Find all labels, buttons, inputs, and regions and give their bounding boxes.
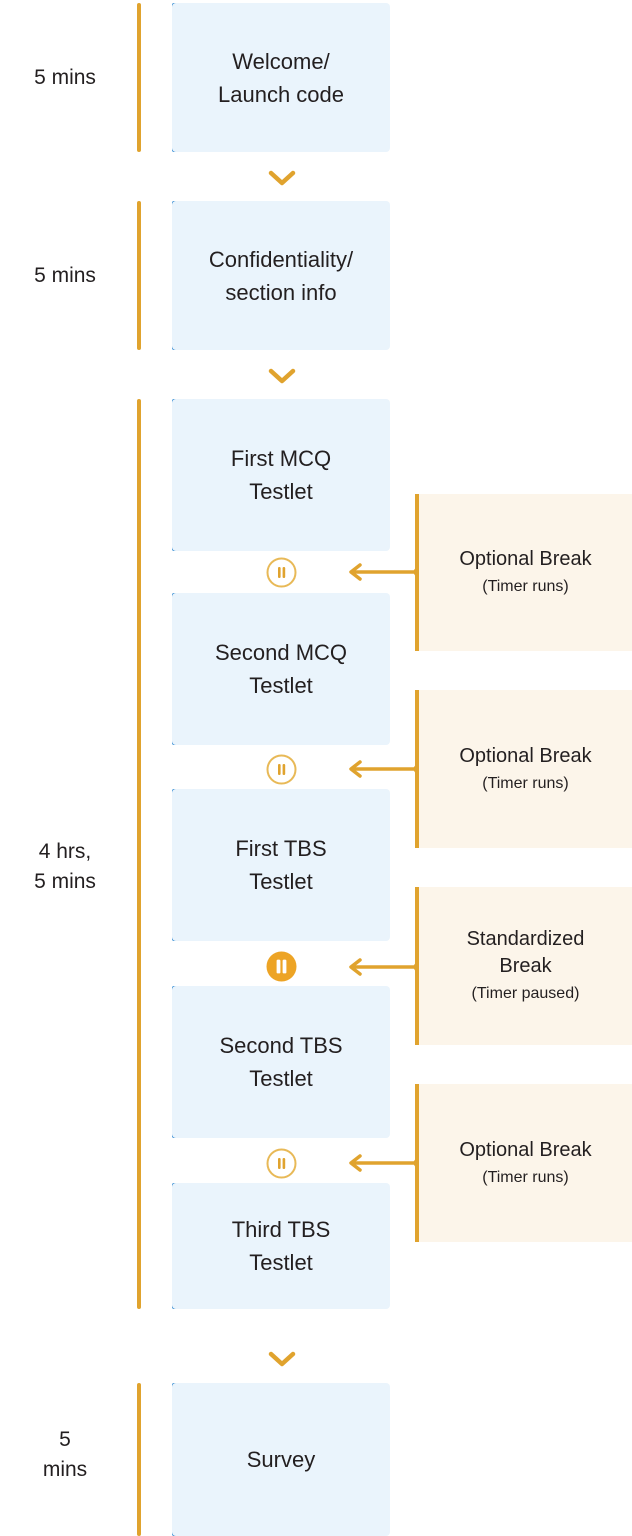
timeline-rail-segment-welcome [137,3,141,152]
pause-outline-icon[interactable] [265,556,298,589]
chevron-down-icon [266,365,298,387]
break-subtitle: (Timer runs) [482,578,569,595]
stage-box-welcome[interactable]: Welcome/ Launch code [172,3,390,152]
break-panel-optional-2: Optional Break (Timer runs) [415,690,632,848]
break-title: Optional Break [459,744,592,767]
stage-box-third-tbs[interactable]: Third TBS Testlet [172,1183,390,1309]
stage-box-second-tbs[interactable]: Second TBS Testlet [172,986,390,1138]
break-subtitle: (Timer runs) [482,1168,569,1186]
break-title: Optional Break [459,548,592,570]
timeline-rail-segment-survey [137,1383,141,1536]
stage-box-first-tbs[interactable]: First TBS Testlet [172,789,390,941]
stage-box-survey[interactable]: Survey [172,1383,390,1536]
stage-box-second-mcq[interactable]: Second MCQ Testlet [172,593,390,745]
break-title: Optional Break [459,1138,592,1161]
stage-box-first-mcq[interactable]: First MCQ Testlet [172,399,390,551]
stage-box-confidentiality[interactable]: Confidentiality/ section info [172,201,390,350]
time-label-testlets: 4 hrs, 5 mins [34,840,96,893]
chevron-down-icon [266,167,298,189]
chevron-down-icon [266,1348,298,1370]
pause-outline-icon[interactable] [265,1147,298,1180]
pause-outline-icon[interactable] [265,753,298,786]
arrow-left-icon [340,758,422,780]
timeline-rail-segment-testlets [137,399,141,1309]
break-title: Standardized Break [466,928,585,977]
time-label-survey: 5 mins [42,1428,88,1481]
break-subtitle: (Timer runs) [482,774,569,792]
break-panel-optional-3: Optional Break (Timer runs) [415,1084,632,1242]
pause-filled-icon[interactable] [265,950,298,983]
arrow-left-icon [340,1152,422,1174]
time-label-welcome: 5 mins [34,66,96,89]
arrow-left-icon [340,956,422,978]
break-subtitle: (Timer paused) [471,985,580,1002]
break-panel-standardized: Standardized Break (Timer paused) [415,887,632,1045]
arrow-left-icon [340,561,422,583]
time-label-confidentiality: 5 mins [34,264,96,287]
break-panel-optional-1: Optional Break (Timer runs) [415,494,632,651]
timeline-rail-segment-confidentiality [137,201,141,350]
